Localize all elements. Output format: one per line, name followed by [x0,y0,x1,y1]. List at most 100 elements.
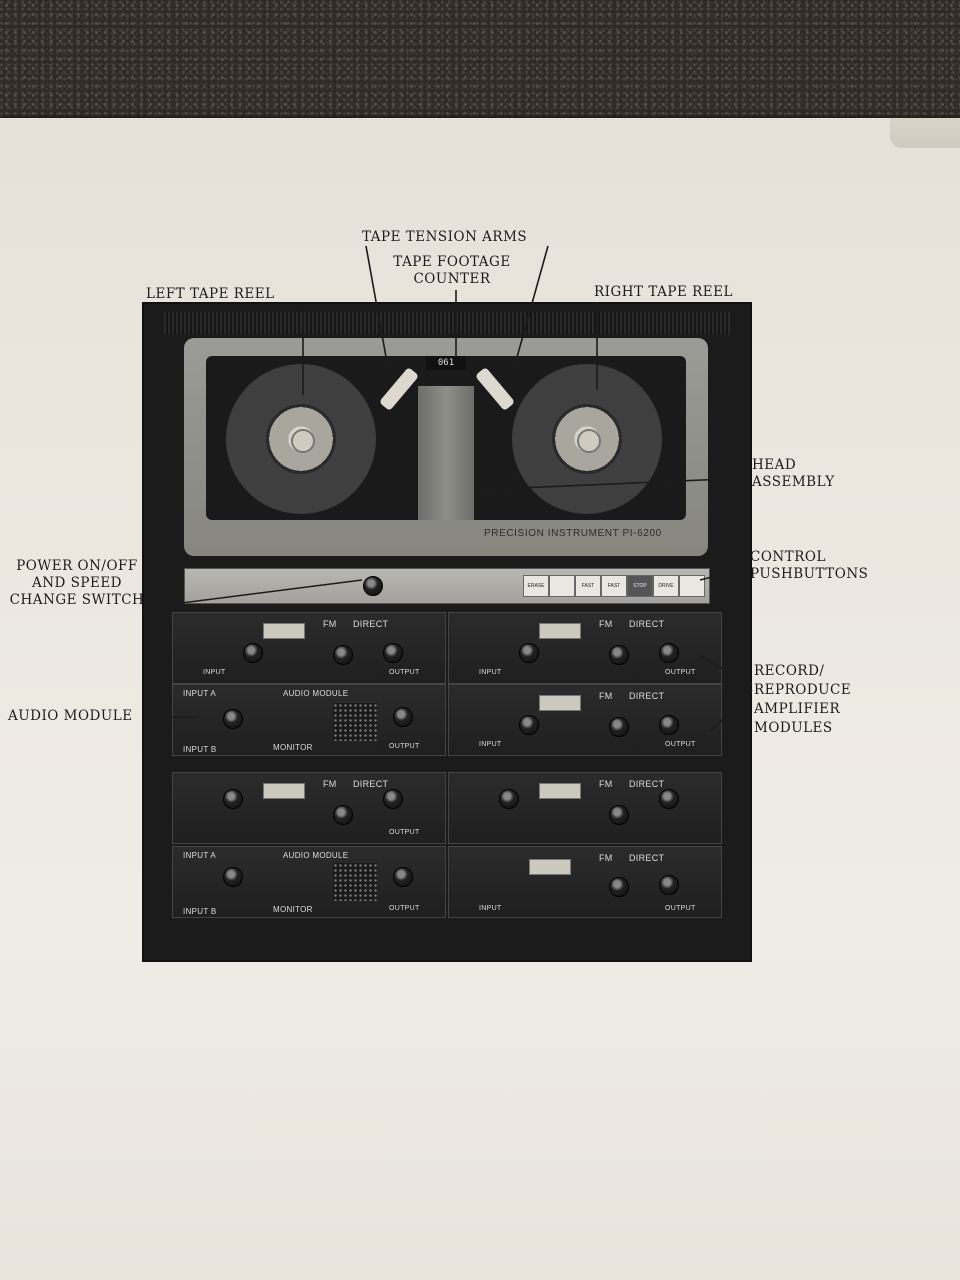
callout-power-switch: POWER ON/OFF AND SPEED CHANGE SWITCH [2,558,152,609]
amplifier-modules: FM DIRECT INPUT OUTPUT FM DIRECT INPUT O… [172,612,722,932]
level-meter [539,623,581,639]
mode-selector-knob[interactable] [609,717,629,737]
level-meter [263,623,305,639]
direct-label: DIRECT [353,779,388,789]
erase-button[interactable]: ERASE [523,575,549,597]
gain-knob[interactable] [519,643,539,663]
direct-label: DIRECT [353,619,388,629]
output-label: OUTPUT [665,905,696,912]
output-gain-knob[interactable] [383,789,403,809]
output-gain-knob[interactable] [659,715,679,735]
tape-transport-panel: 061 PRECISION INSTRUMENT PI-6200 [184,338,708,556]
audio-module: INPUT A AUDIO MODULE INPUT B MONITOR OUT… [172,684,446,756]
level-meter [529,859,571,875]
equipment-photo: 061 PRECISION INSTRUMENT PI-6200 ERASE F… [142,302,752,962]
output-gain-knob[interactable] [659,643,679,663]
output-label: OUTPUT [665,741,696,748]
right-reel-hub [577,429,601,453]
callout-record-reproduce-modules: RECORD/ REPRODUCE AMPLIFIER MODULES [754,662,884,738]
fm-label: FM [323,779,337,789]
volume-knob[interactable] [393,707,413,727]
callout-control-pushbuttons: CONTROL PUSHBUTTONS [750,549,890,583]
audio-module: INPUT A AUDIO MODULE INPUT B MONITOR OUT… [172,846,446,918]
monitor-label: MONITOR [273,905,313,914]
output-gain-knob[interactable] [659,789,679,809]
direct-label: DIRECT [629,853,664,863]
record-reproduce-module: FM DIRECT OUTPUT [172,772,446,844]
input-label: INPUT [479,905,502,912]
input-b-label: INPUT B [183,745,217,754]
monitor-label: MONITOR [273,743,313,752]
output-gain-knob[interactable] [383,643,403,663]
mode-selector-knob[interactable] [609,805,629,825]
direct-label: DIRECT [629,691,664,701]
record-button[interactable] [679,575,705,597]
callout-tape-tension-arms: TAPE TENSION ARMS [362,229,527,246]
left-tape-reel [226,364,376,514]
module-row-2: INPUT A AUDIO MODULE INPUT B MONITOR OUT… [172,684,722,754]
volume-knob[interactable] [393,867,413,887]
gain-knob[interactable] [223,789,243,809]
input-a-label: INPUT A [183,851,216,860]
gain-knob[interactable] [519,715,539,735]
level-meter [539,783,581,799]
input-label: INPUT [203,669,226,676]
fm-label: FM [599,691,613,701]
fm-label: FM [599,619,613,629]
right-tension-arm [475,367,515,411]
mode-selector-knob[interactable] [333,645,353,665]
fm-label: FM [599,779,613,789]
tape-footage-counter: 061 [426,356,466,370]
control-strip: ERASE FAST FAST STOP DRIVE [184,568,710,604]
callout-tape-footage-counter: TAPE FOOTAGE COUNTER [388,254,516,288]
left-tension-arm [379,367,419,411]
record-reproduce-module: FM DIRECT INPUT OUTPUT [448,846,722,918]
fast-reverse-button[interactable]: FAST [575,575,601,597]
audio-module-label: AUDIO MODULE [283,689,348,698]
adjust-knob[interactable] [223,867,243,887]
fast-forward-button[interactable]: FAST [601,575,627,597]
level-meter [263,783,305,799]
stop-button[interactable]: STOP [627,575,653,597]
module-row-1: FM DIRECT INPUT OUTPUT FM DIRECT INPUT O… [172,612,722,682]
record-reproduce-module: FM DIRECT [448,772,722,844]
record-reproduce-module: FM DIRECT INPUT OUTPUT [448,684,722,756]
callout-head-assembly: HEAD ASSEMBLY [752,457,862,491]
audio-module-label: AUDIO MODULE [283,851,348,860]
speaker-grille [333,703,377,741]
callout-audio-module: AUDIO MODULE [8,708,133,725]
output-label: OUTPUT [389,829,420,836]
mode-selector-knob[interactable] [333,805,353,825]
output-label: OUTPUT [389,669,420,676]
callout-left-tape-reel: LEFT TAPE REEL [146,286,275,303]
direct-label: DIRECT [629,779,664,789]
rewind-button[interactable] [549,575,575,597]
gain-knob[interactable] [243,643,263,663]
gain-knob[interactable] [499,789,519,809]
output-gain-knob[interactable] [659,875,679,895]
mode-selector-knob[interactable] [609,645,629,665]
output-label: OUTPUT [665,669,696,676]
left-reel-hub [291,429,315,453]
level-meter [539,695,581,711]
mode-selector-knob[interactable] [609,877,629,897]
power-speed-switch[interactable] [363,576,383,596]
fm-label: FM [599,853,613,863]
record-reproduce-module: FM DIRECT INPUT OUTPUT [448,612,722,684]
output-label: OUTPUT [389,743,420,750]
top-vent-grille [164,312,730,334]
callout-right-tape-reel: RIGHT TAPE REEL [594,284,733,301]
input-label: INPUT [479,669,502,676]
output-label: OUTPUT [389,905,420,912]
input-b-label: INPUT B [183,907,217,916]
direct-label: DIRECT [629,619,664,629]
module-row-3: FM DIRECT OUTPUT FM DIRECT [172,772,722,842]
transport-window: 061 [206,356,686,520]
speaker-grille [333,863,377,901]
head-assembly [418,386,474,520]
input-label: INPUT [479,741,502,748]
drive-button[interactable]: DRIVE [653,575,679,597]
brand-label: PRECISION INSTRUMENT PI-6200 [484,528,662,539]
adjust-knob[interactable] [223,709,243,729]
fm-label: FM [323,619,337,629]
